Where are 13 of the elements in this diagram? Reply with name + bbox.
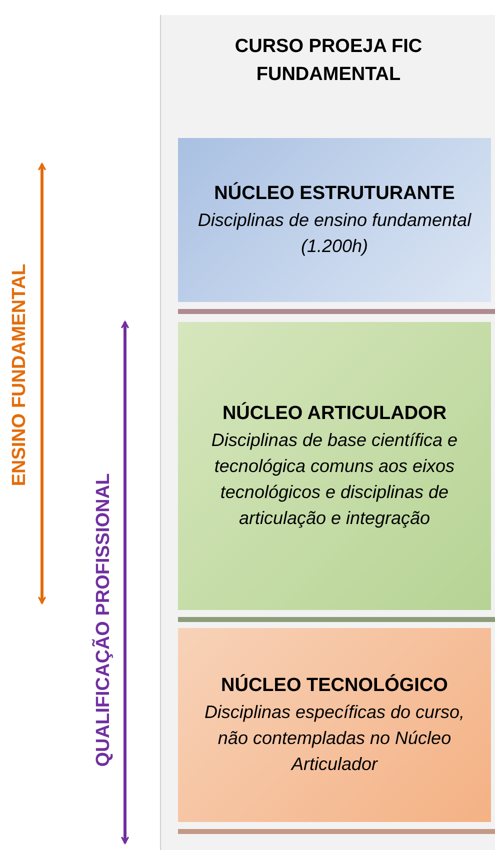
span-label: QUALIFICAÇÃO PROFISSIONAL (93, 473, 115, 767)
module-description: Disciplinas de ensino fundamental (1.200h) (196, 209, 472, 258)
course-panel (160, 15, 495, 850)
module-heading: NÚCLEO ESTRUTURANTE (214, 181, 455, 206)
module-description: Disciplinas específicas do curso, não contempladas no Núcleo Articulador (203, 701, 466, 776)
panel-title: CURSO PROEJA FIC FUNDAMENTAL (234, 35, 424, 87)
span-label: ENSINO FUNDAMENTAL (9, 264, 31, 486)
module-description: Disciplinas de base científica e tecnológica comuns aos eixos tecnológicos e disciplinas de articulação e integração (210, 429, 459, 530)
module-box (178, 138, 491, 302)
module-box (178, 628, 491, 822)
module-heading: NÚCLEO TECNOLÓGICO (221, 673, 448, 698)
module-box (178, 322, 491, 610)
module-heading: NÚCLEO ARTICULADOR (222, 401, 447, 426)
